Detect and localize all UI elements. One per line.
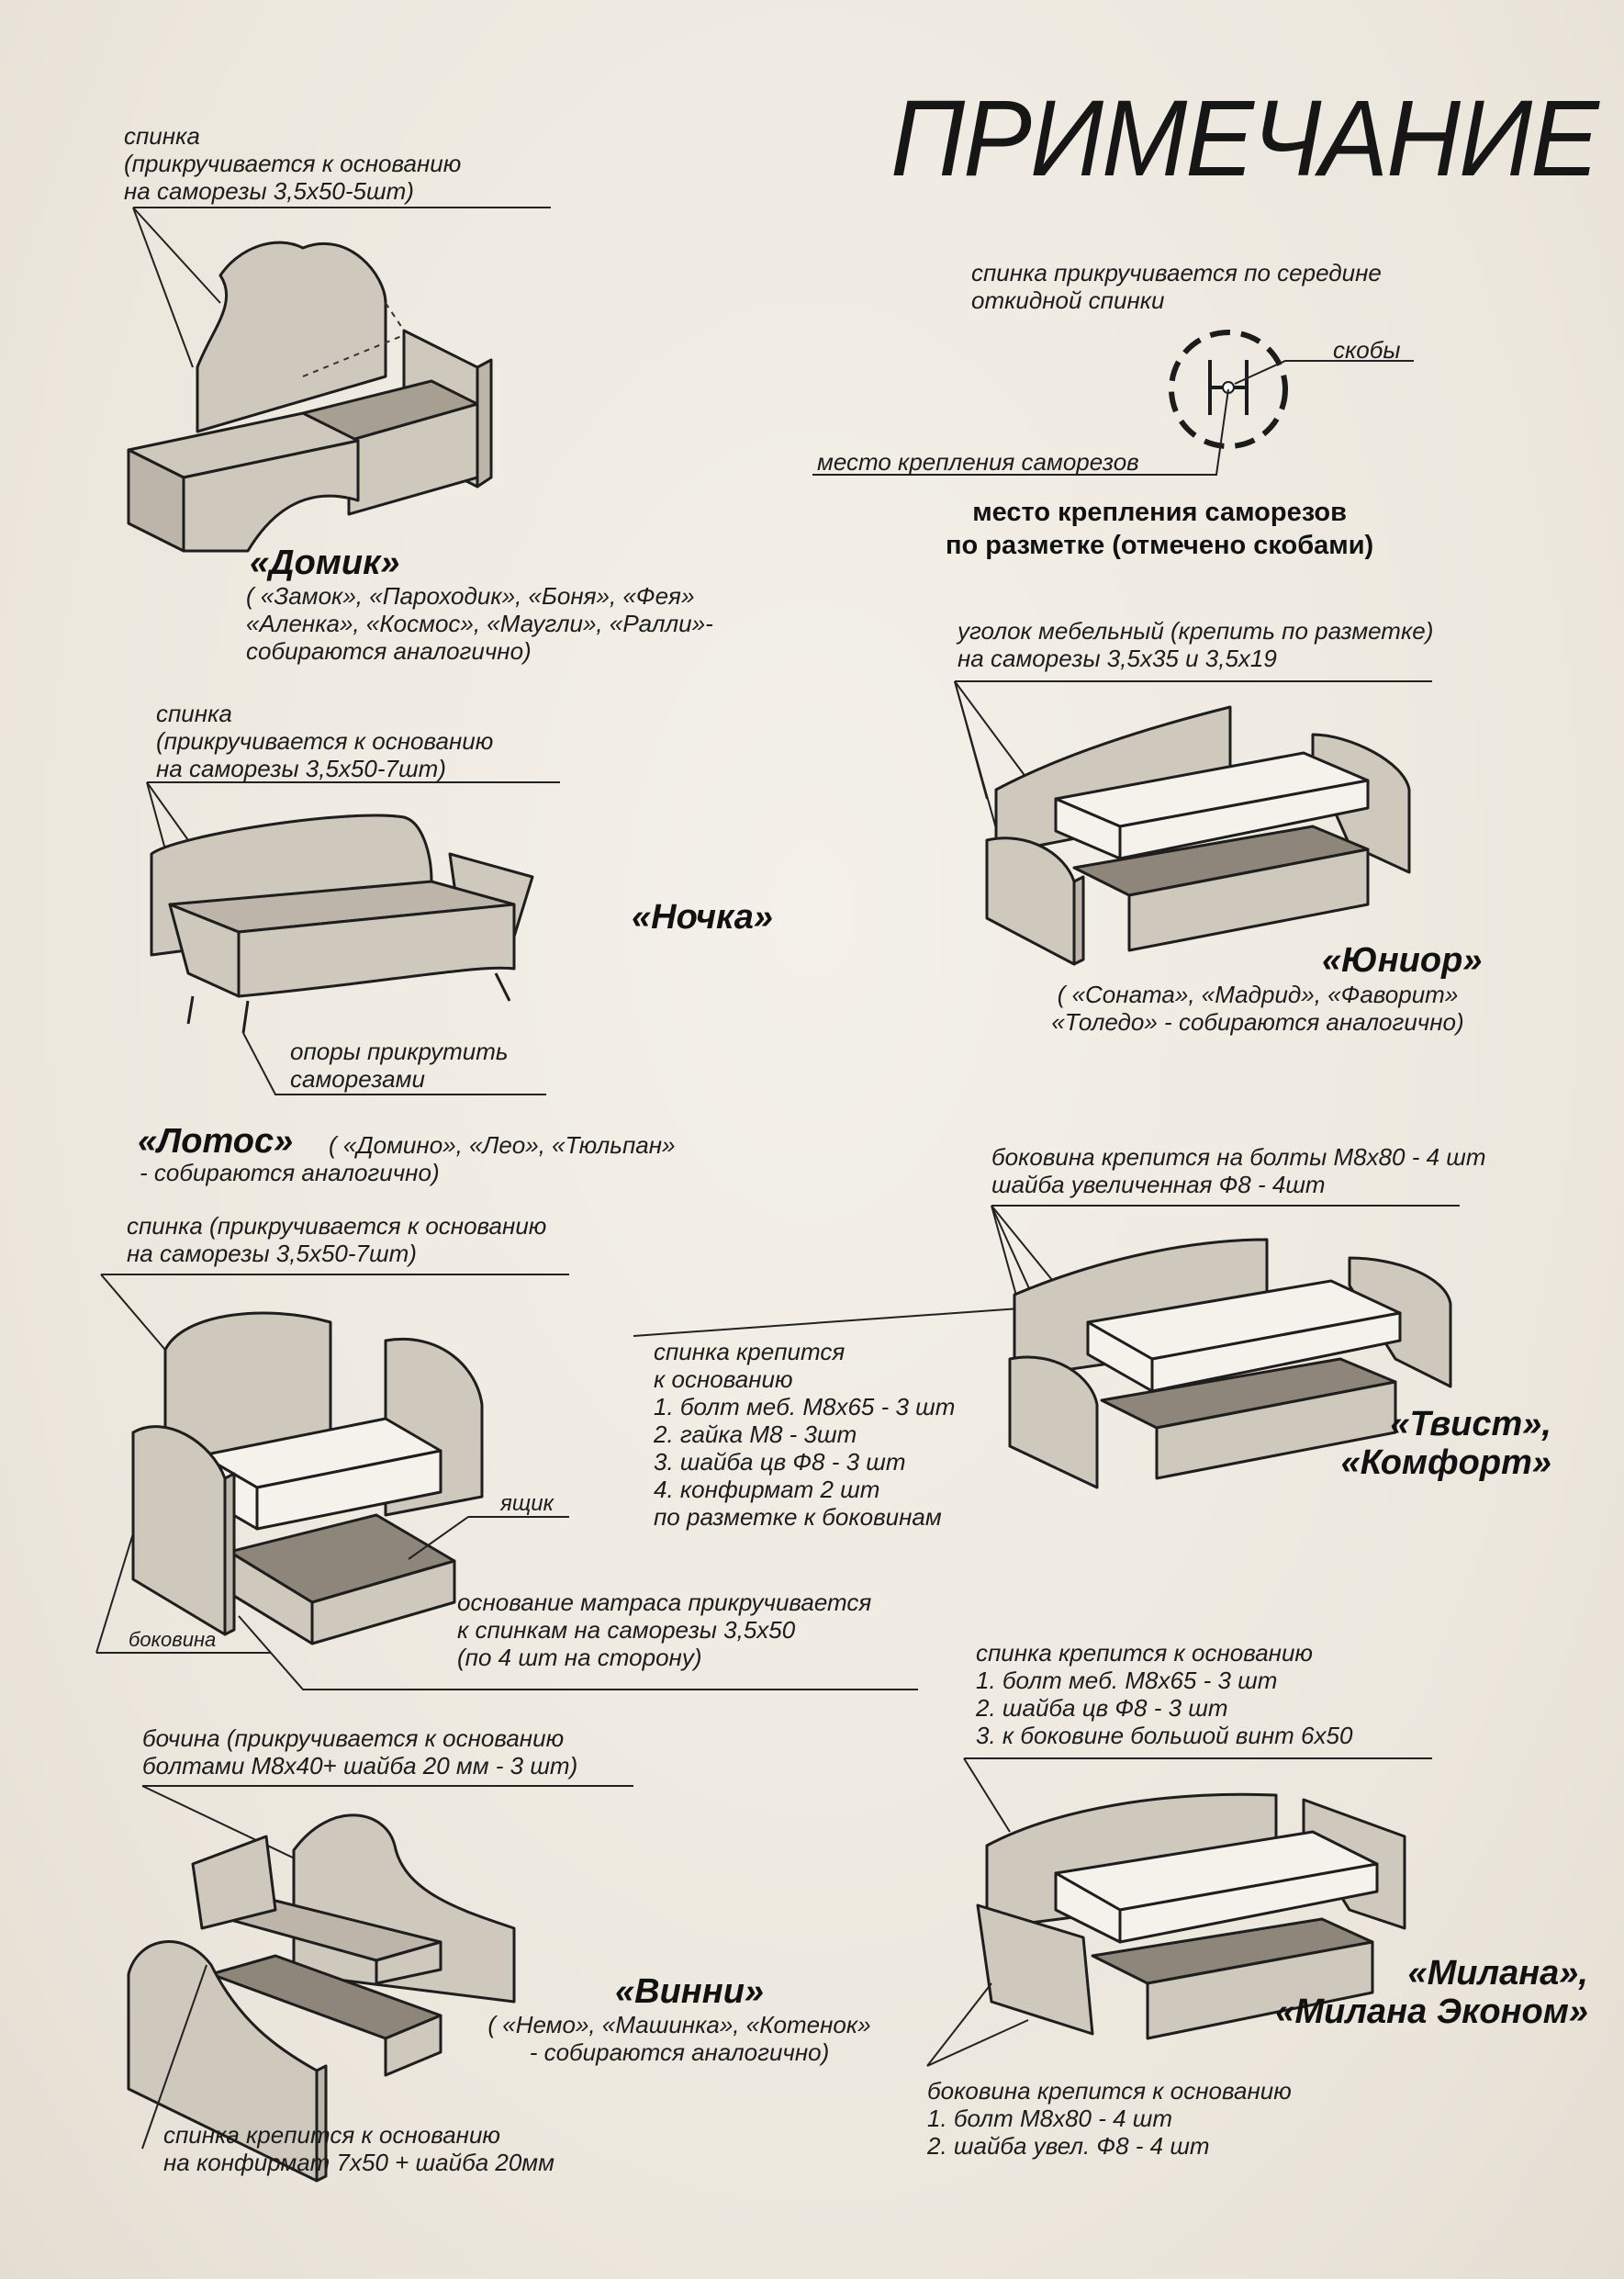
vinni-model-name: «Винни»: [615, 1972, 765, 2011]
junior-model-name: «Юниор»: [1322, 941, 1483, 980]
nochka-sofa-drawing: [146, 781, 560, 1095]
brackets-label: скобы: [1333, 336, 1401, 364]
domik-analogs: ( «Замок», «Пароходик», «Боня», «Фея» «А…: [246, 582, 713, 665]
fastening-diagram: [812, 330, 1414, 476]
screws-label: место крепления саморезов: [817, 448, 1139, 476]
lotos-chair-drawing: [95, 1274, 918, 1690]
domik-model-name: «Домик»: [250, 544, 400, 582]
nochka-legs-note: опоры прикрутить саморезами: [290, 1038, 509, 1093]
milana-side-note: боковина крепится к основанию 1. болт М8…: [927, 2077, 1292, 2160]
lotos-back-note: спинка (прикручивается к основанию на са…: [127, 1212, 547, 1267]
domik-back-note: спинка (прикручивается к основанию на са…: [124, 122, 462, 205]
milana-model-name: «Милана», «Милана Эконом»: [1275, 1954, 1588, 2031]
lotos-model-name: «Лотос»: [138, 1122, 294, 1161]
junior-analogs: ( «Соната», «Мадрид», «Фаворит» «Толедо»…: [1051, 981, 1464, 1036]
tvist-model-name: «Твист», «Комфорт»: [1340, 1405, 1551, 1482]
junior-corner-note: уголок мебельный (крепить по разметке) н…: [958, 617, 1434, 672]
vinni-sofa-drawing: [127, 1785, 633, 2183]
nochka-model-name: «Ночка»: [632, 898, 774, 937]
vinni-back-note: спинка крепится к основанию на конфирмат…: [163, 2121, 554, 2176]
lotos-side-label: боковина: [129, 1628, 217, 1651]
fastening-back-note: спинка прикручивается по середине откидн…: [971, 259, 1382, 314]
tvist-sofa-drawing: [633, 1205, 1460, 1489]
vinni-side-note: бочина (прикручивается к основанию болта…: [142, 1724, 578, 1779]
milana-back-note: спинка крепится к основанию 1. болт меб.…: [976, 1639, 1353, 1749]
lotos-mattress-note: основание матраса прикручивается к спинк…: [457, 1589, 872, 1671]
junior-sofa-drawing: [954, 680, 1432, 966]
lotos-drawer-label: ящик: [500, 1491, 554, 1516]
lotos-analogs-line2: - собираются аналогично): [140, 1159, 440, 1186]
lotos-analogs-inline: ( «Домино», «Лео», «Тюльпан»: [329, 1131, 676, 1159]
tvist-back-note: спинка крепится к основанию 1. болт меб.…: [654, 1338, 956, 1531]
vinni-analogs: ( «Немо», «Машинка», «Котенок» - собираю…: [487, 2011, 871, 2066]
fastening-bold-note: место крепления саморезов по разметке (о…: [946, 498, 1374, 560]
nochka-back-note: спинка (прикручивается к основанию на са…: [156, 700, 494, 782]
domik-sofa-drawing: [127, 207, 551, 553]
page-title: ПРИМЕЧАНИЕ: [890, 77, 1599, 199]
milana-sofa-drawing: [926, 1757, 1432, 2067]
tvist-side-note: боковина крепится на болты М8х80 - 4 шт …: [991, 1143, 1486, 1198]
